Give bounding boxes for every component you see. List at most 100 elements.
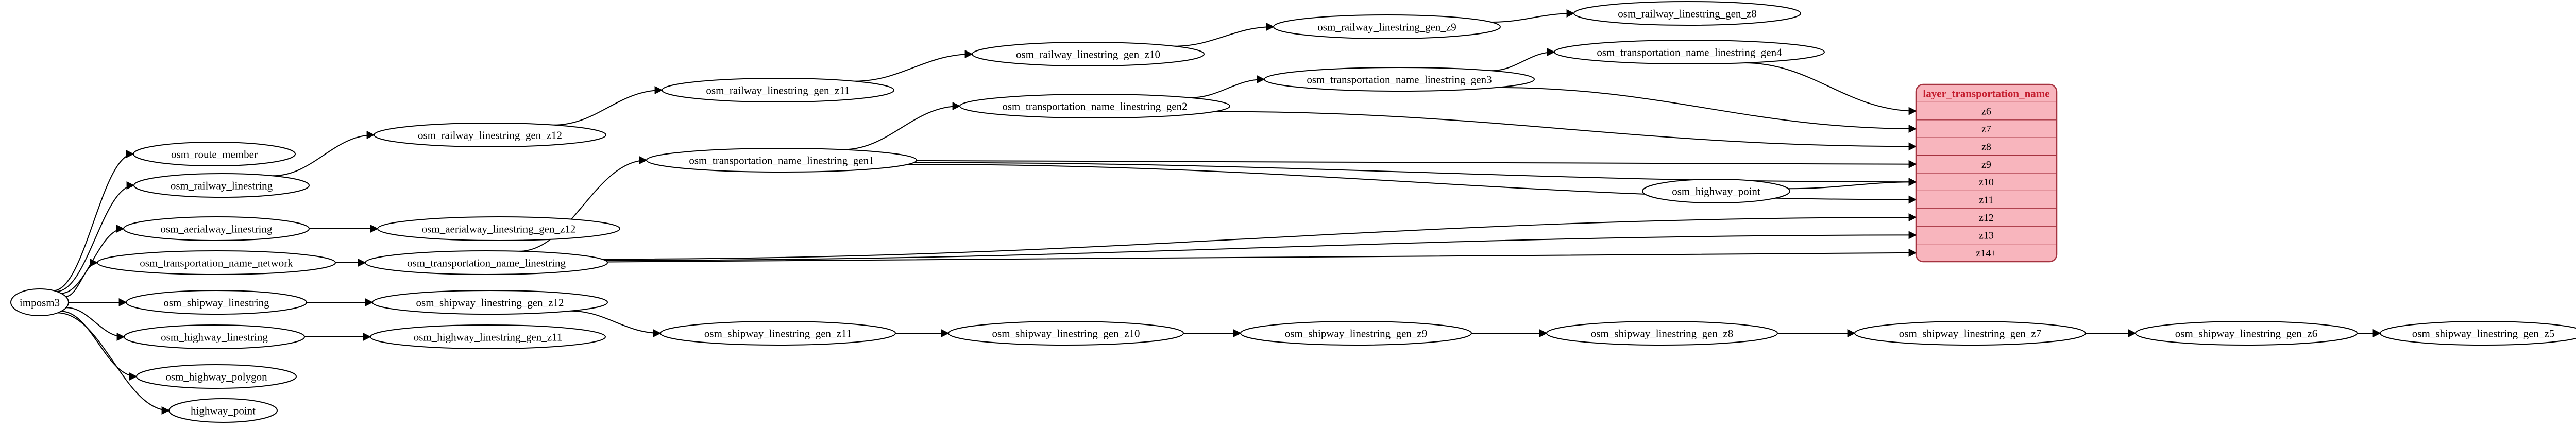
edge-osm_railway_linestring_gen_z9-to-osm_railway_linestring_gen_z8 <box>1491 9 1575 23</box>
node-ellipse-osm_shipway_linestring_gen_z12 <box>372 290 608 315</box>
node-osm_railway_linestring_gen_z10: osm_railway_linestring_gen_z10 <box>972 42 1205 66</box>
record-row-z7: z7 <box>1981 124 1991 135</box>
node-label-osm_shipway_linestring_gen_z12: osm_shipway_linestring_gen_z12 <box>416 296 564 309</box>
node-osm_transportation_name_linestring_gen2: osm_transportation_name_linestring_gen2 <box>959 94 1230 118</box>
edge-osm_transportation_name_linestring_gen4-to-layer:z6 <box>1743 62 1917 115</box>
edge-osm_railway_linestring-to-osm_railway_linestring_gen_z12 <box>273 131 375 177</box>
edge-osm_transportation_name_linestring_gen3-to-osm_transportation_name_linestring_gen4 <box>1491 48 1555 72</box>
edge-osm_transportation_name_linestring-to-layer:z12 <box>602 213 1917 260</box>
node-osm_shipway_linestring_gen_z7: osm_shipway_linestring_gen_z7 <box>1854 321 2086 346</box>
node-ellipse-osm_highway_linestring_gen_z11 <box>370 324 606 349</box>
node-label-osm_shipway_linestring_gen_z7: osm_shipway_linestring_gen_z7 <box>1899 327 2041 339</box>
node-label-osm_shipway_linestring_gen_z8: osm_shipway_linestring_gen_z8 <box>1591 327 1733 339</box>
node-ellipse-osm_shipway_linestring_gen_z6 <box>2135 321 2358 346</box>
node-osm_aerialway_linestring: osm_aerialway_linestring <box>123 216 310 241</box>
edge-imposm3-to-osm_transportation_name_network <box>65 259 98 297</box>
record-row-z9: z9 <box>1981 159 1991 170</box>
edge-osm_railway_linestring_gen_z10-to-osm_railway_linestring_gen_z9 <box>1174 23 1275 47</box>
node-ellipse-highway_point <box>168 398 278 423</box>
node-label-osm_transportation_name_linestring_gen3: osm_transportation_name_linestring_gen3 <box>1307 73 1492 85</box>
node-label-osm_highway_linestring: osm_highway_linestring <box>161 331 268 343</box>
node-ellipse-osm_transportation_name_network <box>97 250 336 275</box>
edge-osm_transportation_name_linestring_gen2-to-osm_transportation_name_linestring_gen3 <box>1190 75 1265 98</box>
node-label-osm_railway_linestring_gen_z9: osm_railway_linestring_gen_z9 <box>1317 21 1456 33</box>
node-ellipse-osm_shipway_linestring_gen_z9 <box>1240 321 1472 346</box>
node-osm_highway_linestring: osm_highway_linestring <box>124 324 305 349</box>
node-ellipse-osm_shipway_linestring_gen_z5 <box>2380 321 2576 346</box>
edge-imposm3-to-osm_highway_linestring <box>66 307 125 341</box>
node-osm_railway_linestring_gen_z8: osm_railway_linestring_gen_z8 <box>1573 1 1801 26</box>
node-osm_railway_linestring_gen_z12: osm_railway_linestring_gen_z12 <box>374 123 606 147</box>
node-ellipse-osm_aerialway_linestring_gen_z12 <box>377 216 620 241</box>
node-label-osm_railway_linestring: osm_railway_linestring <box>171 179 273 192</box>
record-row-z10: z10 <box>1979 177 1994 188</box>
node-osm_transportation_name_linestring_gen3: osm_transportation_name_linestring_gen3 <box>1264 67 1535 92</box>
edge-imposm3-to-osm_route_member <box>53 150 134 292</box>
node-ellipse-osm_route_member <box>133 142 296 166</box>
edge-osm_transportation_name_linestring-to-layer:z13 <box>605 231 1917 261</box>
node-label-osm_shipway_linestring: osm_shipway_linestring <box>163 296 269 309</box>
node-label-osm_shipway_linestring_gen_z11: osm_shipway_linestring_gen_z11 <box>704 327 852 339</box>
node-ellipse-osm_aerialway_linestring <box>123 216 310 241</box>
node-ellipse-osm_railway_linestring_gen_z8 <box>1573 1 1801 26</box>
node-ellipse-osm_shipway_linestring <box>126 290 307 315</box>
edge-osm_transportation_name_linestring_gen1-to-layer:z9 <box>916 160 1917 168</box>
node-label-osm_transportation_name_network: osm_transportation_name_network <box>140 256 293 269</box>
node-ellipse-osm_transportation_name_linestring_gen1 <box>646 148 917 173</box>
node-ellipse-osm_highway_point <box>1642 179 1790 203</box>
node-osm_highway_linestring_gen_z11: osm_highway_linestring_gen_z11 <box>370 324 606 349</box>
node-osm_railway_linestring: osm_railway_linestring <box>133 173 310 198</box>
node-label-osm_aerialway_linestring: osm_aerialway_linestring <box>161 222 273 235</box>
node-label-osm_aerialway_linestring_gen_z12: osm_aerialway_linestring_gen_z12 <box>422 222 576 235</box>
edge-osm_railway_linestring_gen_z12-to-osm_railway_linestring_gen_z11 <box>553 86 663 126</box>
edge-osm_highway_point-to-layer:z10 <box>1788 178 1917 190</box>
node-ellipse-osm_railway_linestring_gen_z9 <box>1273 14 1501 39</box>
node-osm_shipway_linestring_gen_z8: osm_shipway_linestring_gen_z8 <box>1546 321 1778 346</box>
node-osm_transportation_name_linestring: osm_transportation_name_linestring <box>365 250 608 275</box>
node-ellipse-osm_railway_linestring_gen_z10 <box>972 42 1205 66</box>
node-osm_transportation_name_network: osm_transportation_name_network <box>97 250 336 275</box>
record-layer_transportation_name: layer_transportation_namez6z7z8z9z10z11z… <box>1915 83 2058 263</box>
node-label-osm_shipway_linestring_gen_z9: osm_shipway_linestring_gen_z9 <box>1285 327 1427 339</box>
node-ellipse-osm_shipway_linestring_gen_z7 <box>1854 321 2086 346</box>
edge-osm_transportation_name_linestring_gen1-to-layer:z10 <box>913 162 1917 186</box>
node-osm_aerialway_linestring_gen_z12: osm_aerialway_linestring_gen_z12 <box>377 216 620 241</box>
edge-osm_transportation_name_linestring_gen1-to-osm_transportation_name_linestring_gen2 <box>842 102 961 150</box>
record-row-z13: z13 <box>1979 230 1994 241</box>
node-label-osm_railway_linestring_gen_z8: osm_railway_linestring_gen_z8 <box>1618 7 1756 20</box>
node-label-osm_railway_linestring_gen_z11: osm_railway_linestring_gen_z11 <box>706 84 850 96</box>
record-row-z8: z8 <box>1981 141 1991 152</box>
record-row-z11: z11 <box>1979 195 1993 206</box>
node-ellipse-osm_transportation_name_linestring_gen2 <box>959 94 1230 118</box>
node-ellipse-osm_transportation_name_linestring_gen4 <box>1554 40 1825 64</box>
node-label-osm_transportation_name_linestring_gen4: osm_transportation_name_linestring_gen4 <box>1597 46 1782 58</box>
node-osm_transportation_name_linestring_gen1: osm_transportation_name_linestring_gen1 <box>646 148 917 173</box>
node-osm_shipway_linestring_gen_z9: osm_shipway_linestring_gen_z9 <box>1240 321 1472 346</box>
node-label-osm_railway_linestring_gen_z10: osm_railway_linestring_gen_z10 <box>1016 48 1160 60</box>
node-osm_shipway_linestring_gen_z12: osm_shipway_linestring_gen_z12 <box>372 290 608 315</box>
record-row-z14+: z14+ <box>1976 248 1996 259</box>
node-ellipse-osm_railway_linestring <box>133 173 310 198</box>
edge-imposm3-to-osm_railway_linestring <box>56 181 135 292</box>
edge-osm_railway_linestring_gen_z11-to-osm_railway_linestring_gen_z10 <box>854 50 973 82</box>
node-ellipse-osm_highway_linestring <box>124 324 305 349</box>
node-ellipse-osm_shipway_linestring_gen_z11 <box>660 321 896 346</box>
edge-osm_transportation_name_linestring_gen2-to-layer:z8 <box>1214 111 1917 151</box>
node-osm_railway_linestring_gen_z11: osm_railway_linestring_gen_z11 <box>662 78 894 102</box>
node-osm_shipway_linestring_gen_z10: osm_shipway_linestring_gen_z10 <box>948 321 1184 346</box>
node-osm_shipway_linestring_gen_z6: osm_shipway_linestring_gen_z6 <box>2135 321 2358 346</box>
node-ellipse-osm_shipway_linestring_gen_z8 <box>1546 321 1778 346</box>
node-ellipse-osm_shipway_linestring_gen_z10 <box>948 321 1184 346</box>
record-row-z12: z12 <box>1979 212 1994 224</box>
node-ellipse-osm_railway_linestring_gen_z11 <box>662 78 894 102</box>
node-osm_route_member: osm_route_member <box>133 142 296 166</box>
node-osm_highway_point: osm_highway_point <box>1642 179 1790 203</box>
node-osm_shipway_linestring_gen_z11: osm_shipway_linestring_gen_z11 <box>660 321 896 346</box>
node-highway_point: highway_point <box>168 398 278 423</box>
node-ellipse-osm_transportation_name_linestring <box>365 250 608 275</box>
node-label-osm_highway_linestring_gen_z11: osm_highway_linestring_gen_z11 <box>414 331 563 343</box>
node-label-osm_highway_polygon: osm_highway_polygon <box>165 370 267 383</box>
node-label-osm_transportation_name_linestring_gen1: osm_transportation_name_linestring_gen1 <box>689 154 874 166</box>
